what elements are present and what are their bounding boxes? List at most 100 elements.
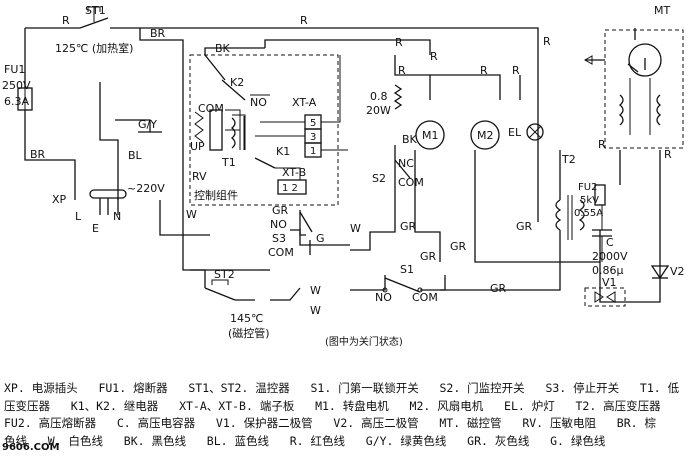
s2-switch <box>394 159 411 179</box>
relay-k1 <box>254 157 301 180</box>
label-bk: BK <box>215 42 231 55</box>
label-w-s1-top: W <box>310 284 321 297</box>
label-fu2-a: 0.55A <box>574 208 603 219</box>
label-com-k2: COM <box>198 102 224 115</box>
label-mt: MT <box>654 4 670 17</box>
label-pin3: 3 <box>310 132 316 143</box>
label-pin5: 5 <box>310 118 316 129</box>
label-gr-low: GR <box>420 250 437 263</box>
label-v2: V2 <box>670 265 685 278</box>
resistor-0-8 <box>393 84 403 110</box>
label-bl: BL <box>128 149 143 162</box>
label-r-el: R <box>512 64 520 77</box>
label-gr-right: GR <box>450 240 467 253</box>
label-r-right: R <box>543 35 551 48</box>
label-st1: ST1 <box>85 4 106 17</box>
label-s1: S1 <box>400 263 414 276</box>
m2-motor <box>470 120 500 150</box>
label-br-top: BR <box>150 27 166 40</box>
label-w-mid: W <box>350 222 361 235</box>
label-st2-note: (磁控管) <box>228 326 270 340</box>
label-fu1-a: 6.3A <box>4 95 29 108</box>
label-c-f: 0.86μ <box>592 264 624 277</box>
label-rv: RV <box>192 170 207 183</box>
label-br-left: BR <box>30 148 46 161</box>
st1-thermostat <box>79 6 109 29</box>
xp-plug <box>89 189 127 215</box>
label-fu2: FU2 <box>578 182 597 193</box>
label-res-ohm: 0.8 <box>370 90 388 103</box>
label-no-s3: NO <box>270 218 287 231</box>
s3-switch <box>299 211 313 233</box>
label-fu1: FU1 <box>4 63 25 76</box>
label-xtb: XT-B <box>282 166 306 179</box>
label-gy: G/Y <box>138 118 157 131</box>
label-fu1-v: 250V <box>2 79 31 92</box>
label-c: C <box>606 236 614 249</box>
label-gr-t2: GR <box>516 220 533 233</box>
site-credit: 9606.COM <box>2 442 60 453</box>
el-lamp <box>526 123 544 141</box>
label-pin1: 1 <box>310 146 316 157</box>
label-no-k2: NO <box>250 96 267 109</box>
label-control: 控制组件 <box>194 188 238 202</box>
label-w-left: W <box>186 208 197 221</box>
label-c-v: 2000V <box>592 250 628 263</box>
label-el: EL <box>508 126 522 139</box>
fu2-fuse <box>594 184 606 206</box>
label-bk-m1: BK <box>402 133 418 146</box>
label-t1: T1 <box>221 156 236 169</box>
label-n: N <box>113 210 121 223</box>
label-w-s1-bot: W <box>310 304 321 317</box>
label-st1-spec: 125℃ (加热室) <box>55 41 133 55</box>
label-xtb-pins: 1 2 <box>282 183 298 194</box>
label-k1: K1 <box>276 145 290 158</box>
v1-diode <box>584 287 626 307</box>
label-no-s1: NO <box>375 291 392 304</box>
control-box <box>189 54 339 206</box>
caption: (图中为关门状态) <box>325 335 403 348</box>
m1-motor <box>415 120 445 150</box>
label-r-res: R <box>398 64 406 77</box>
diagram-labels: ST1 125℃ (加热室) R BR R BK R R R R R R R R… <box>2 4 685 348</box>
label-g: G <box>316 232 325 245</box>
label-r-top-mid: R <box>300 14 308 27</box>
label-up: UP <box>190 140 205 153</box>
label-gr-s3: GR <box>272 204 289 217</box>
label-r-top: R <box>62 14 70 27</box>
label-fu2-kv: 5kV <box>580 195 599 206</box>
label-r-m2: R <box>480 64 488 77</box>
wiring <box>24 27 661 303</box>
v2-diode <box>650 265 670 280</box>
label-gr-com: GR <box>490 282 507 295</box>
label-com-s2: COM <box>398 176 424 189</box>
xt-b-terminal <box>277 179 307 195</box>
label-e: E <box>92 222 99 235</box>
label-l: L <box>75 210 82 223</box>
label-com-s1: COM <box>412 291 438 304</box>
mt-magnetron <box>583 29 684 149</box>
label-xta: XT-A <box>292 96 317 109</box>
label-r-relay: R <box>395 36 403 49</box>
label-com-s3: COM <box>268 246 294 259</box>
label-st2-temp: 145℃ <box>230 312 263 325</box>
label-xp: XP <box>52 193 67 206</box>
component-legend: XP. 电源插头 FU1. 熔断器 ST1、ST2. 温控器 S1. 门第一联锁… <box>4 381 680 448</box>
st2-thermostat <box>204 279 236 301</box>
label-r-mt-right: R <box>664 148 672 161</box>
label-voltage: ~220V <box>127 182 165 195</box>
label-r-m1: R <box>430 50 438 63</box>
label-v1: V1 <box>602 276 617 289</box>
label-t2: T2 <box>561 153 576 166</box>
label-gr-mid: GR <box>400 220 417 233</box>
fu1-fuse <box>17 85 33 113</box>
capacitor-c <box>592 205 612 262</box>
label-m2: M2 <box>477 129 494 142</box>
relay-k2 <box>194 54 270 151</box>
label-res-w: 20W <box>366 104 391 117</box>
xt-a-terminal <box>255 55 348 158</box>
label-r-mt-left: R <box>598 138 606 151</box>
label-st2: ST2 <box>214 268 235 281</box>
t2-transformer <box>555 195 585 240</box>
